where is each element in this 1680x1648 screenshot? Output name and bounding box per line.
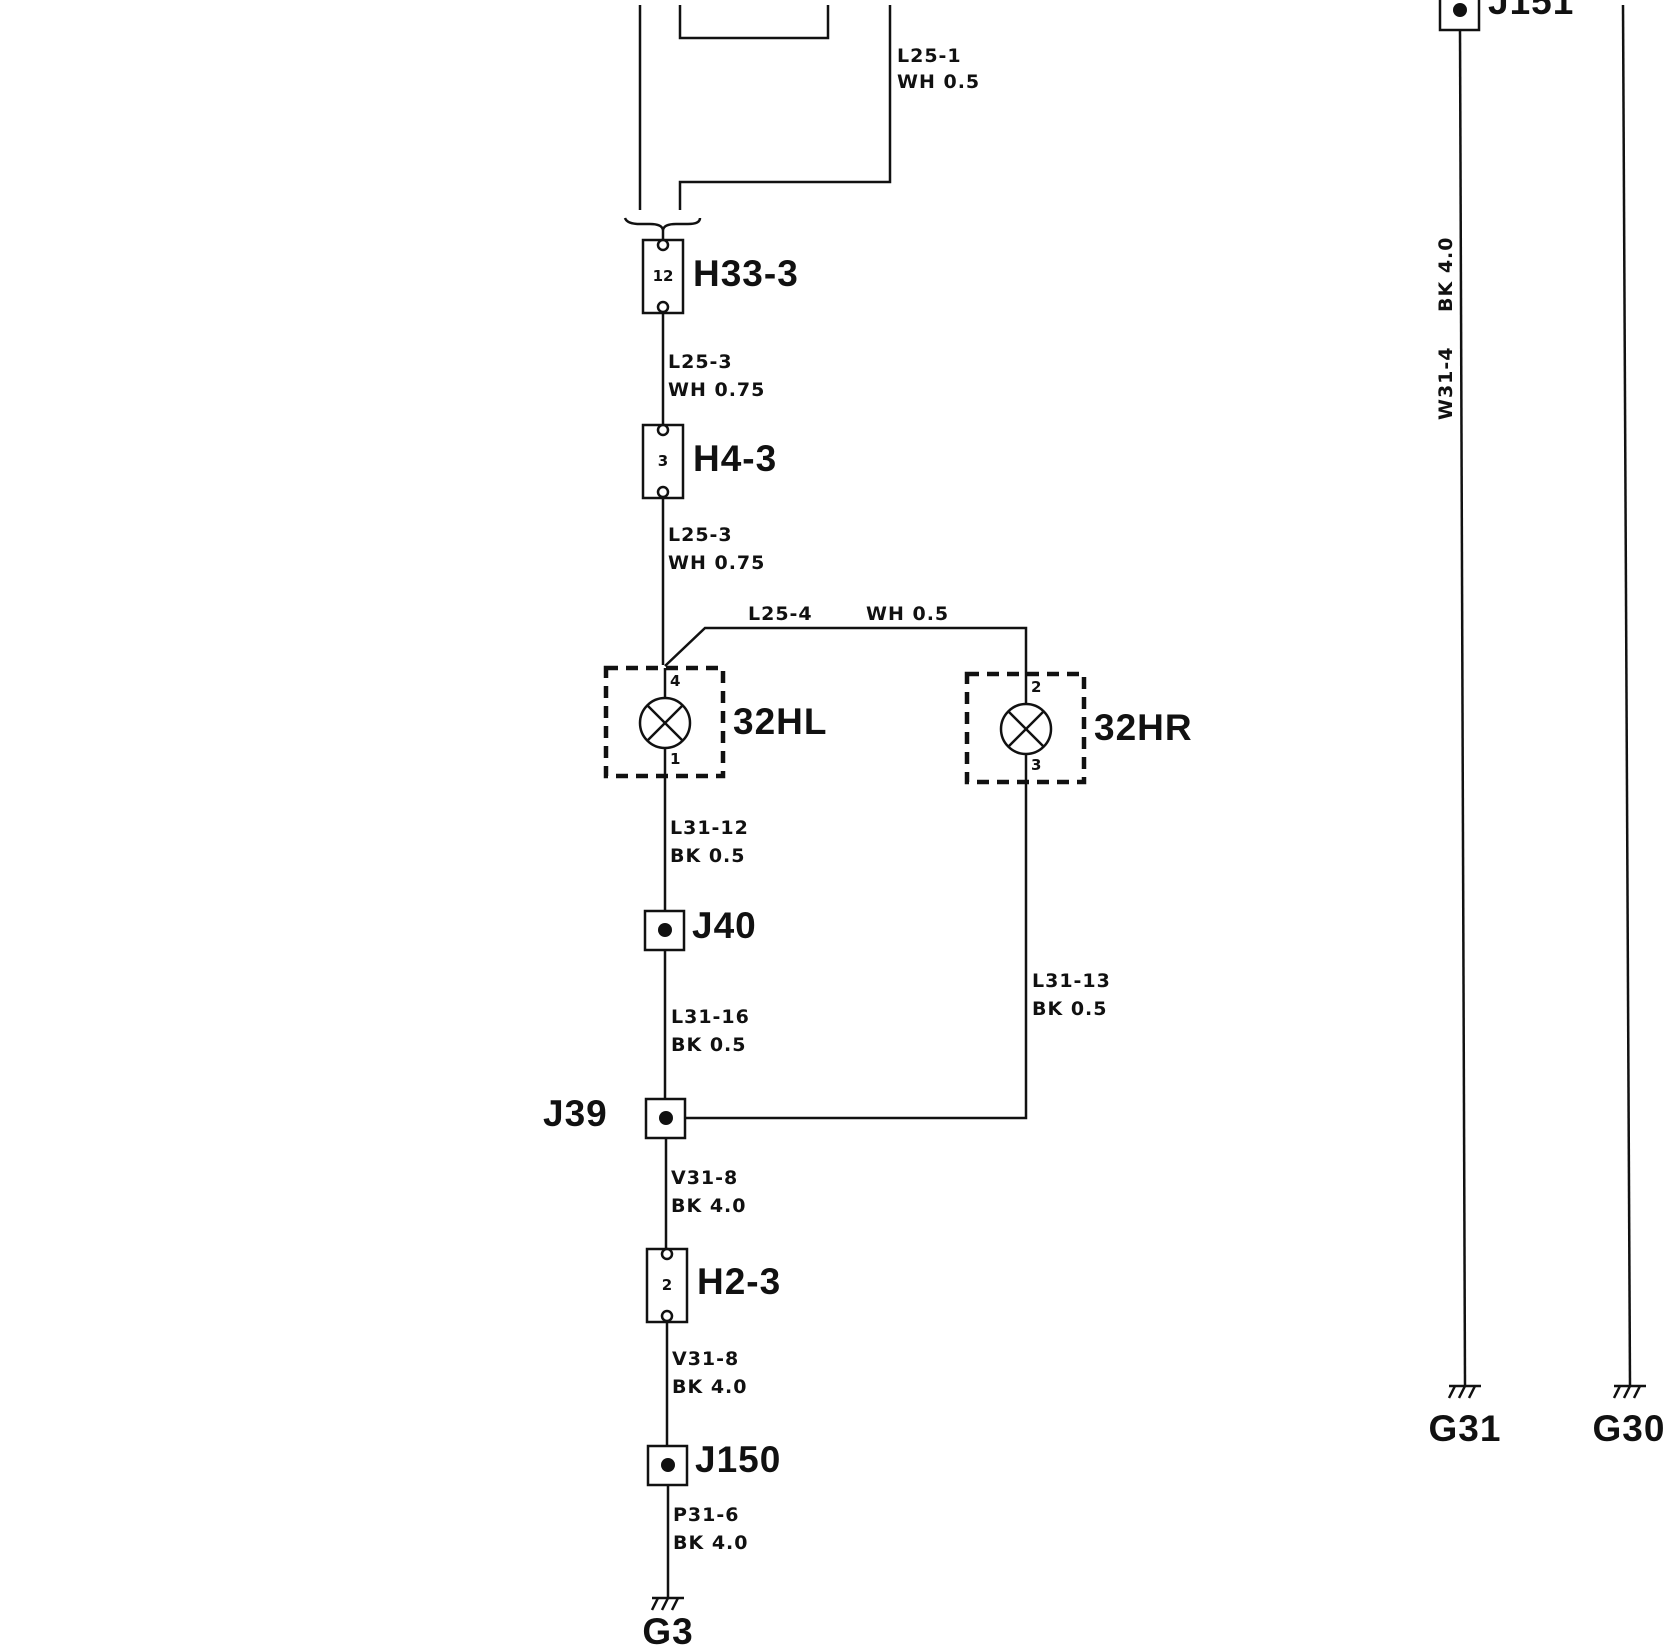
junction-label: J39 — [543, 1093, 608, 1134]
lamp-label: 32HL — [733, 701, 827, 742]
wire-label-id: V31-8 — [672, 1348, 739, 1370]
connector-pin: 12 — [653, 267, 674, 285]
ground-label: G31 — [1429, 1408, 1502, 1449]
wire-label-spec: WH 0.75 — [668, 552, 765, 574]
junction-j39 — [644, 1097, 687, 1140]
junction-j151-partial — [1438, 0, 1481, 32]
junction-j150 — [646, 1444, 689, 1487]
lamp-pin: 1 — [670, 750, 680, 768]
top-wiring — [623, 5, 892, 240]
ground-symbol-g30 — [1612, 1384, 1646, 1399]
lamp-pin: 4 — [670, 672, 680, 690]
ground-label: G3 — [642, 1611, 693, 1648]
wire-label-id: L31-12 — [670, 817, 749, 839]
wire-label-id: L25-3 — [668, 351, 733, 373]
lamp-32hl — [603, 665, 726, 779]
lamp-label: 32HR — [1094, 707, 1193, 748]
wire-label-id: L25-3 — [668, 524, 733, 546]
connector-label: H2-3 — [697, 1261, 781, 1302]
wire-label-spec: BK 0.5 — [671, 1034, 746, 1056]
wire-label-spec: WH 0.5 — [866, 603, 949, 625]
lamp-pin: 3 — [1031, 756, 1041, 774]
ground-symbol-g31 — [1447, 1384, 1481, 1399]
wire-label-id: L31-13 — [1032, 970, 1111, 992]
wire-label-spec: BK 4.0 — [1435, 237, 1457, 312]
junction-label: J40 — [692, 905, 757, 946]
wire-label-id: L31-16 — [671, 1006, 750, 1028]
wire-label-spec: WH 0.75 — [668, 379, 765, 401]
ground-symbol-g3 — [650, 1596, 684, 1611]
wire-label-id: L25-4 — [748, 603, 813, 625]
wire-label-spec: BK 0.5 — [670, 845, 745, 867]
connector-pin: 2 — [662, 1276, 672, 1294]
wire-label-spec: BK 4.0 — [673, 1532, 748, 1554]
wire-label-id: L25-1 — [897, 45, 962, 67]
wire-label-spec: BK 0.5 — [1032, 998, 1107, 1020]
connector-h2-3 — [645, 1247, 689, 1324]
connector-h33-3 — [641, 238, 685, 315]
ground-label: G30 — [1593, 1408, 1666, 1449]
wire-label-id: W31-4 — [1435, 346, 1457, 420]
wire-label-spec: BK 4.0 — [671, 1195, 746, 1217]
lamp-pin: 2 — [1031, 678, 1041, 696]
wire-label-id: P31-6 — [673, 1504, 739, 1526]
junction-label: J151 — [1488, 0, 1574, 22]
wire-label-spec: WH 0.5 — [897, 71, 980, 93]
lamp-32hr — [964, 671, 1087, 785]
bundle-bracket — [623, 217, 702, 231]
junction-j40 — [643, 909, 686, 952]
wire-label-id: V31-8 — [671, 1167, 738, 1189]
connector-label: H33-3 — [693, 253, 799, 294]
connector-label: H4-3 — [693, 438, 777, 479]
connector-pin: 3 — [658, 452, 668, 470]
wire-label-spec: BK 4.0 — [672, 1376, 747, 1398]
junction-label: J150 — [695, 1439, 781, 1480]
